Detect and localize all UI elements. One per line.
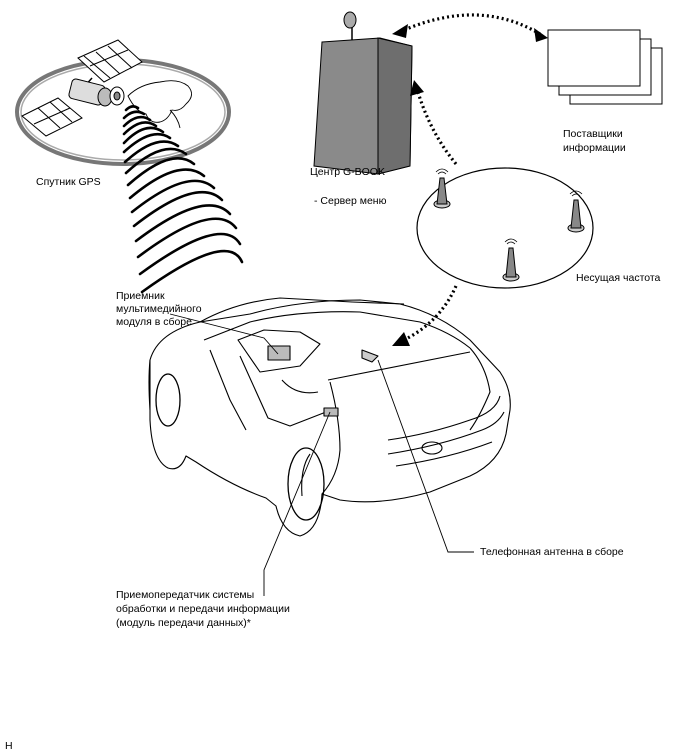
menu-server-label: - Сервер меню — [314, 195, 387, 207]
gbook-center-building-icon — [313, 11, 413, 175]
gps-satellite-icon — [21, 39, 143, 137]
transceiver-label-line3: (модуль передачи данных)* — [116, 617, 251, 629]
gps-satellite-label: Спутник GPS — [36, 176, 101, 188]
cell-tower-icon — [433, 168, 585, 282]
gps-signal-waves — [122, 105, 244, 294]
receiver-label-line2: мультимедийного — [116, 303, 202, 315]
phone-antenna-label: Телефонная антенна в сборе — [480, 546, 624, 558]
carrier-network — [416, 167, 594, 289]
info-providers-label-line1: Поставщики — [563, 128, 623, 140]
info-providers-label-line2: информации — [563, 142, 626, 154]
info-providers-icon — [547, 29, 663, 105]
data-link-arrows — [403, 13, 541, 342]
receiver-label-line3: модуля в сборе — [116, 316, 192, 328]
gbook-center-label: Центр G-BOOK — [310, 166, 385, 178]
car-illustration — [148, 297, 511, 537]
transceiver-label-line2: обработки и передачи информации — [116, 603, 290, 615]
carrier-label: Несущая частота — [576, 272, 661, 284]
transceiver-label-line1: Приемопередатчик системы — [116, 589, 255, 601]
arrow-heads — [392, 24, 548, 346]
corner-mark: H — [5, 740, 13, 752]
receiver-label-line1: Приемник — [116, 290, 165, 302]
leader-lines — [169, 313, 474, 596]
